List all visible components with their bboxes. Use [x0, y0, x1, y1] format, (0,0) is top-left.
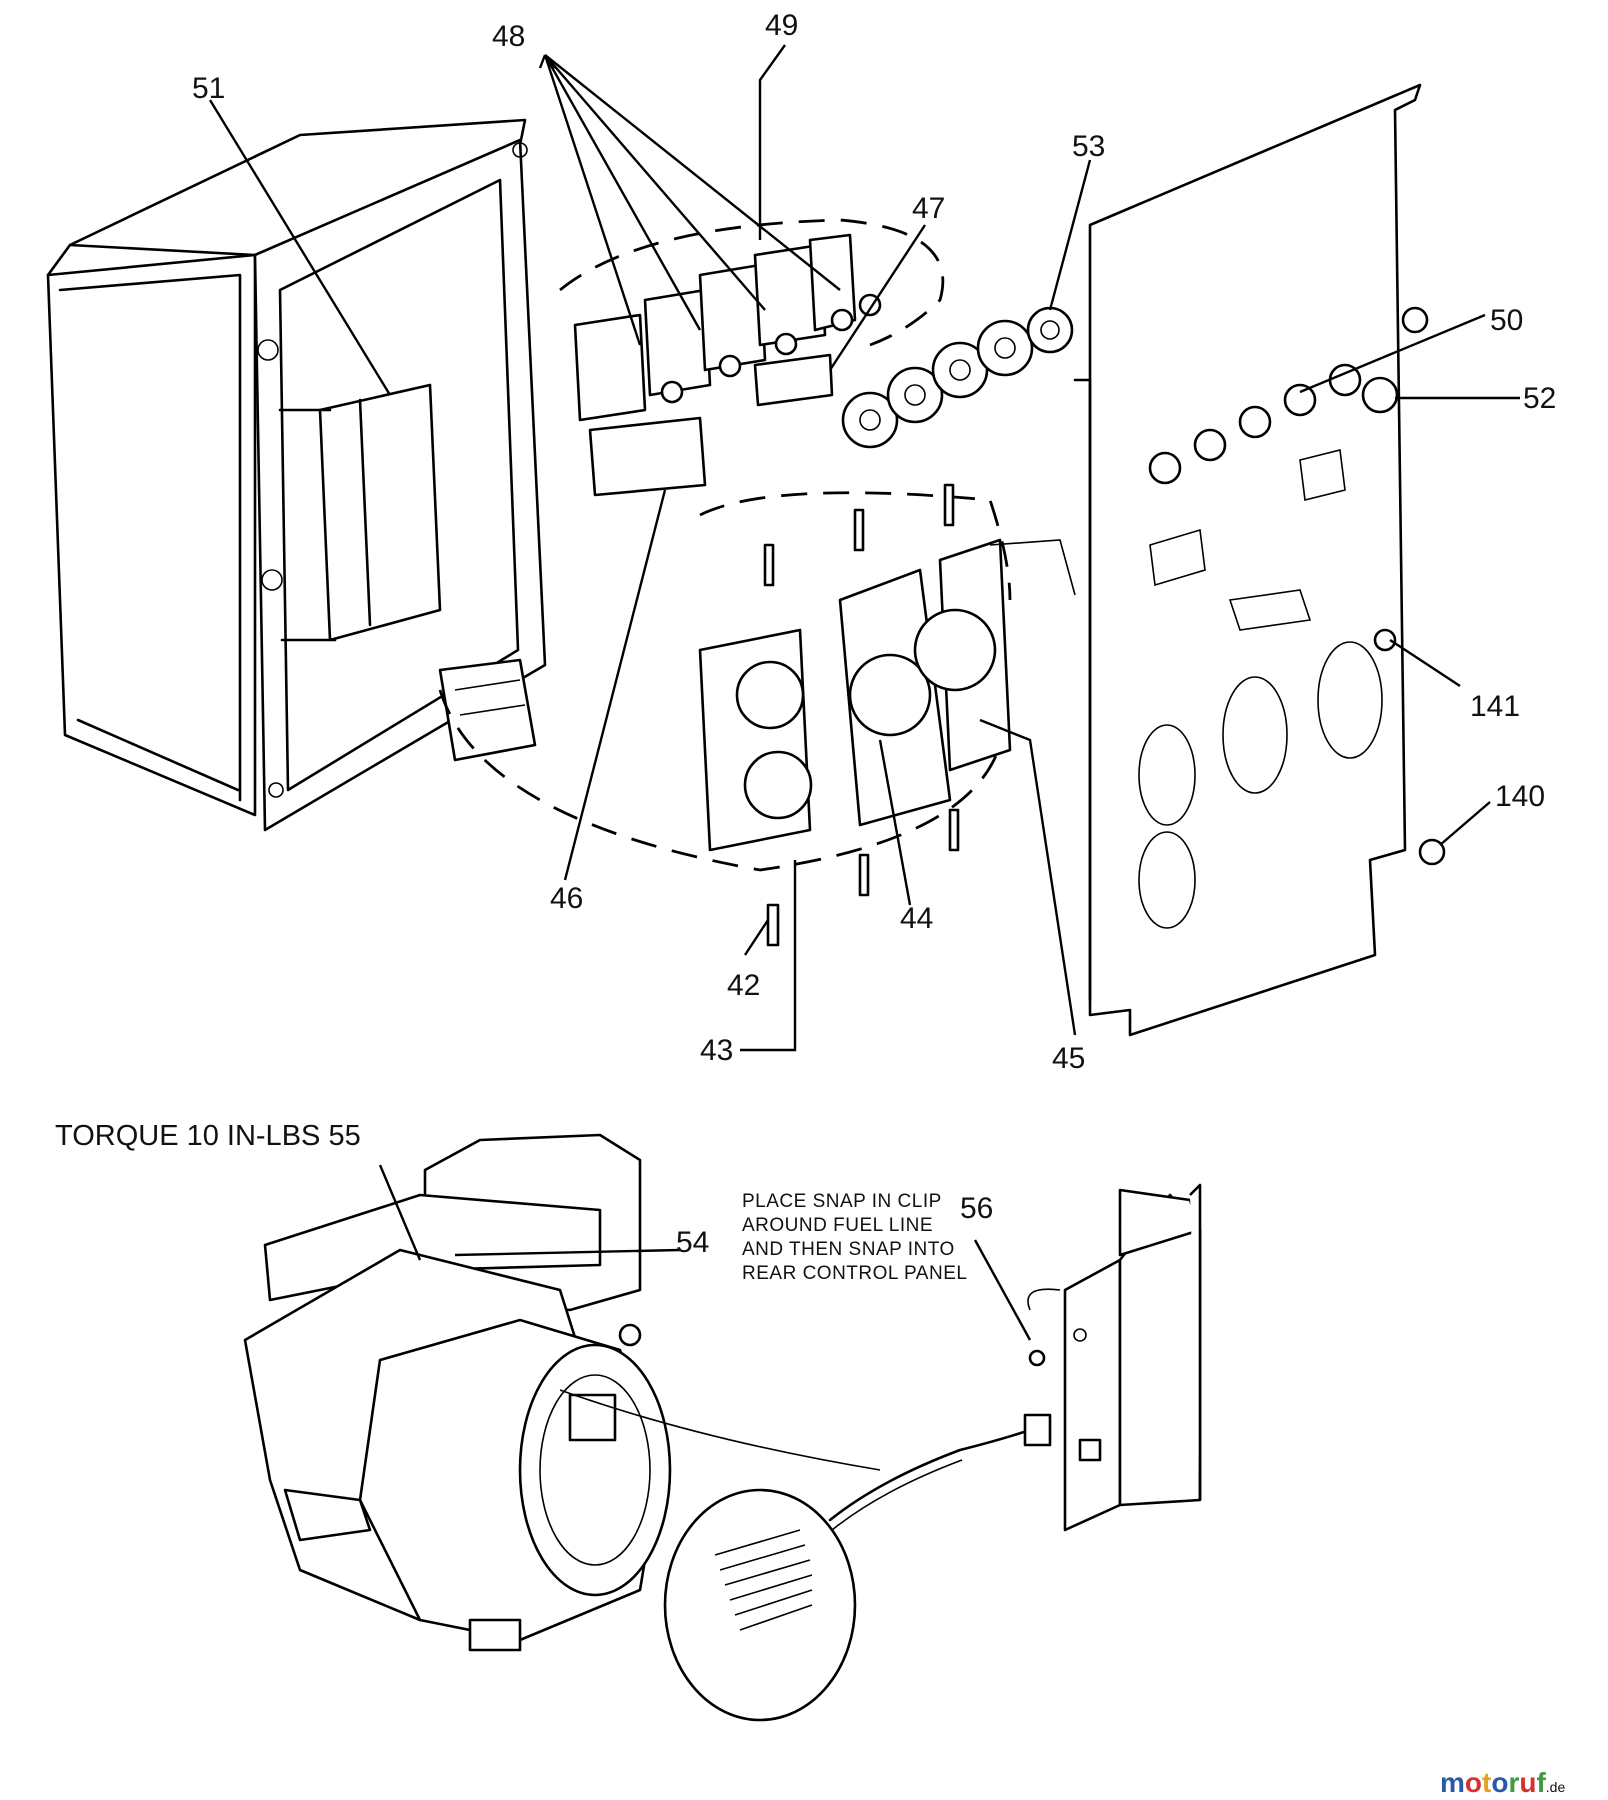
torque-label: TORQUE 10 IN-LBS [55, 1120, 320, 1152]
callout-46: 46 [550, 882, 583, 915]
engine-generator-assembly [243, 1133, 1052, 1722]
callout-53: 53 [1072, 130, 1105, 163]
leader-lines [208, 44, 1520, 1341]
callout-49: 49 [765, 9, 798, 42]
svg-text:motoruf.de: motoruf.de [1440, 1767, 1565, 1798]
control-box-housing [46, 118, 547, 832]
callout-50: 50 [1490, 304, 1523, 337]
callout-labels: 48 49 51 53 47 50 52 141 140 46 44 42 43… [192, 9, 1556, 1259]
wm-letter: u [1519, 1767, 1536, 1798]
rear-control-panel [1027, 1183, 1202, 1532]
callout-140: 140 [1495, 780, 1545, 813]
callout-45: 45 [1052, 1042, 1085, 1075]
snap-clip-line-4: REAR CONTROL PANEL [742, 1263, 967, 1284]
wm-letter: t [1482, 1767, 1491, 1798]
wm-suffix: .de [1546, 1779, 1566, 1795]
callout-43: 43 [700, 1034, 733, 1067]
relay-breaker-group [559, 218, 945, 497]
snap-clip-line-1: PLACE SNAP IN CLIP [742, 1191, 942, 1212]
wm-letter: o [1491, 1767, 1508, 1798]
control-panel-plate [1073, 83, 1446, 1037]
callout-55: 55 [328, 1120, 360, 1152]
callout-56: 56 [960, 1192, 993, 1225]
wm-letter: o [1465, 1767, 1482, 1798]
wm-letter: r [1508, 1767, 1519, 1798]
callout-54: 54 [676, 1226, 709, 1259]
snap-clip-note: PLACE SNAP IN CLIP AROUND FUEL LINE AND … [742, 1191, 967, 1284]
torque-note: TORQUE 10 IN-LBS 55 [55, 1120, 361, 1152]
wm-letter: f [1536, 1767, 1546, 1798]
washer-stack [841, 306, 1074, 449]
callout-51: 51 [192, 72, 225, 105]
callout-42: 42 [727, 969, 760, 1002]
callout-47: 47 [912, 192, 945, 225]
callout-52: 52 [1523, 382, 1556, 415]
motoruf-watermark: motoruf.de [1440, 1767, 1565, 1798]
snap-clip-line-3: AND THEN SNAP INTO [742, 1239, 955, 1260]
svg-text:TORQUE 10 IN-LBS 55: TORQUE 10 IN-LBS 55 [55, 1120, 361, 1152]
callout-141: 141 [1470, 690, 1520, 723]
receptacle-group [438, 483, 1076, 947]
wm-letter: m [1440, 1767, 1465, 1798]
callout-44: 44 [900, 902, 933, 935]
callout-48: 48 [492, 20, 525, 53]
snap-clip-line-2: AROUND FUEL LINE [742, 1215, 933, 1236]
